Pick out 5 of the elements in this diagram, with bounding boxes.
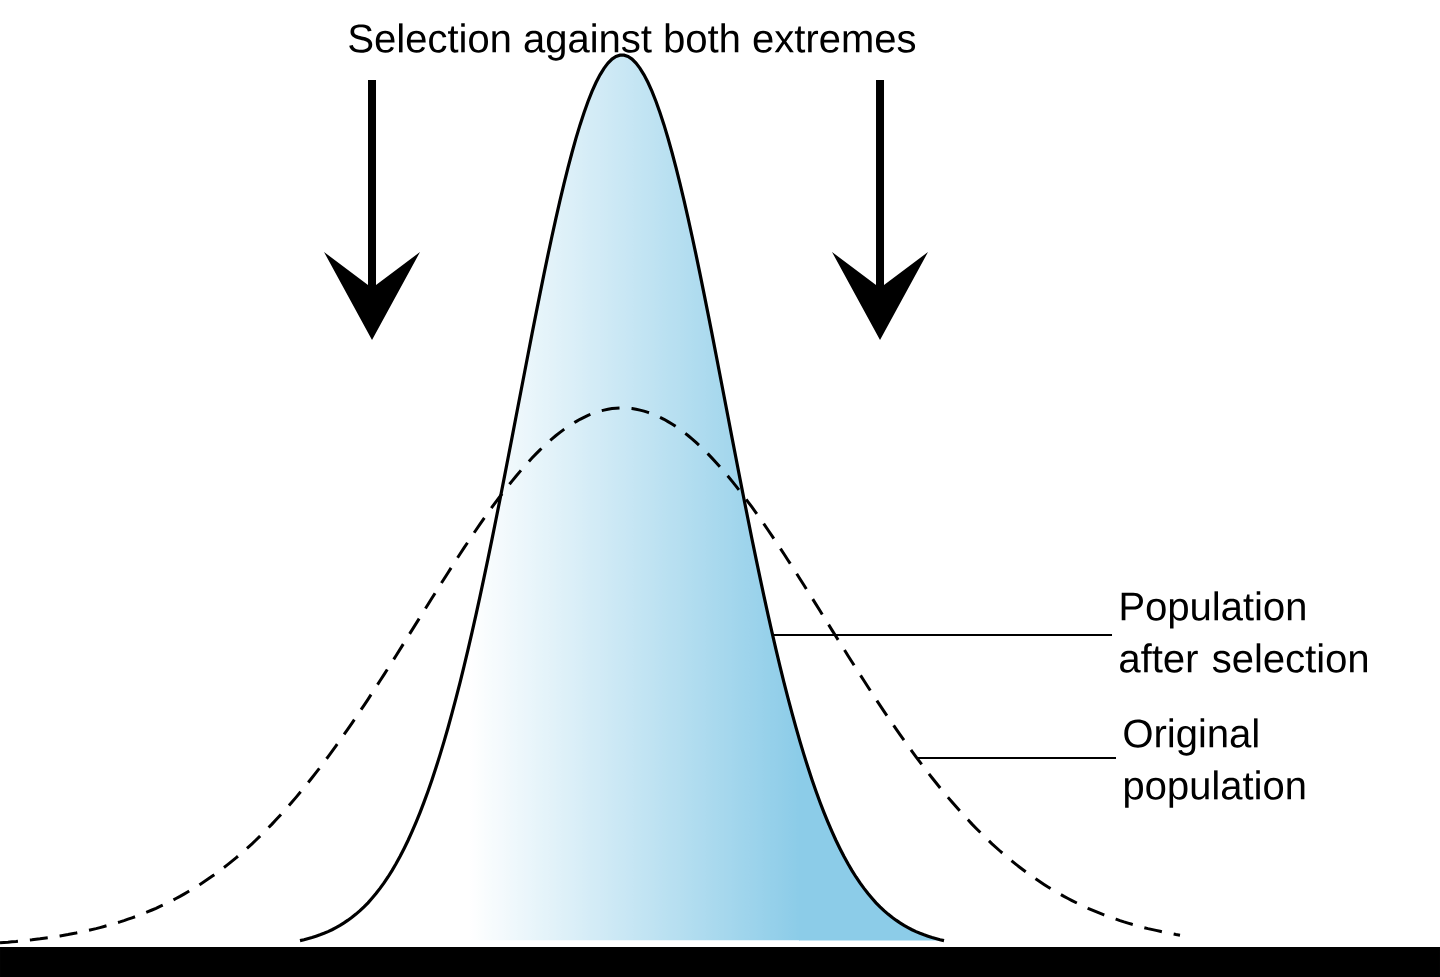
- title: Selection against both extremes: [349, 23, 916, 61]
- leader-line: [771, 634, 1113, 636]
- curve-label: Original population: [1124, 718, 1305, 808]
- curve-label: Population after selection: [1120, 591, 1367, 673]
- leader-line: [915, 757, 1117, 759]
